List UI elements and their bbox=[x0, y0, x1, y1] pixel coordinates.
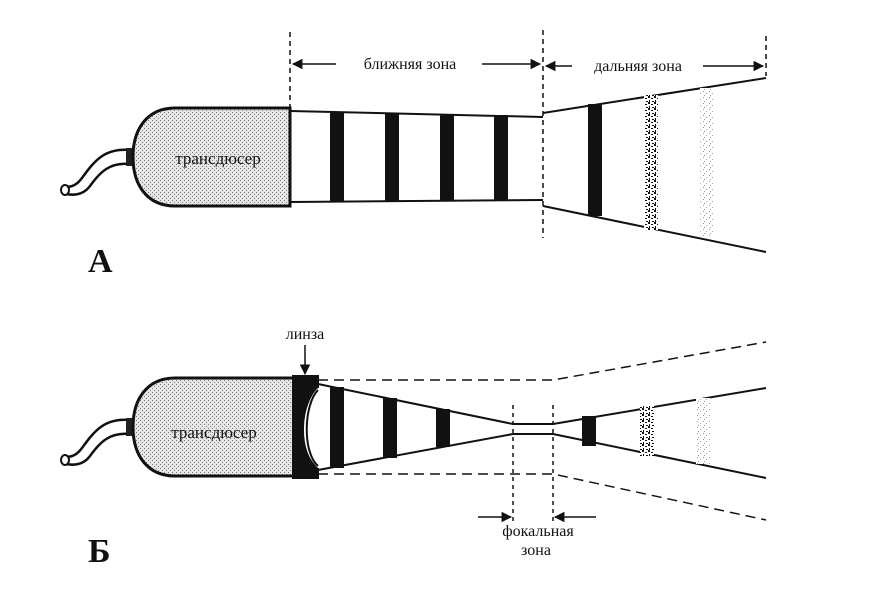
wavefront-band bbox=[385, 113, 399, 202]
speckled-wavefront bbox=[640, 406, 654, 456]
lens bbox=[292, 375, 319, 479]
far-zone-beam bbox=[542, 77, 767, 253]
far-zone-label: дальняя зона bbox=[594, 58, 682, 75]
faint-wavefront bbox=[696, 398, 710, 464]
panel-letter-b: Б bbox=[88, 533, 110, 570]
diverging-beam bbox=[552, 387, 767, 479]
cable-connector-a bbox=[126, 148, 135, 166]
transducer-label-b: трансдюсер bbox=[171, 423, 256, 442]
wavefront-band bbox=[330, 112, 344, 202]
wavefront-band bbox=[440, 114, 454, 201]
wavefront-band bbox=[330, 387, 344, 468]
cable-end-b bbox=[60, 454, 70, 466]
lens-face bbox=[305, 388, 326, 468]
cable-b bbox=[63, 418, 131, 466]
cable-connector-b bbox=[126, 418, 135, 436]
lens-curve bbox=[305, 389, 319, 467]
transducer-label-a: трансдюсер bbox=[175, 149, 260, 168]
wavefront-band bbox=[494, 115, 508, 201]
faint-wavefront bbox=[700, 88, 714, 236]
wavefront-band bbox=[436, 409, 450, 447]
focal-zone-label-line2: зона bbox=[521, 542, 551, 559]
lens-label: линза bbox=[286, 326, 325, 343]
transducer-a bbox=[131, 106, 292, 208]
near-zone-label: ближняя зона bbox=[364, 56, 457, 73]
near-zone-beam bbox=[289, 110, 544, 203]
panel-a: трансдюсер ближняя зона дальняя зон bbox=[60, 30, 767, 280]
transducer-b bbox=[131, 376, 302, 478]
panel-letter-a: А bbox=[88, 243, 113, 280]
wavefront-band bbox=[582, 416, 596, 446]
wavefront-band bbox=[383, 398, 397, 458]
focal-waist bbox=[513, 423, 553, 435]
panel-b: трансдюсер линза bbox=[60, 326, 767, 570]
wavefront-band bbox=[588, 104, 602, 216]
speckled-wavefront bbox=[644, 95, 658, 230]
converging-beam bbox=[317, 383, 514, 471]
cable-end-a bbox=[60, 184, 70, 196]
focal-zone-label-line1: фокальная bbox=[502, 523, 574, 540]
cable-a bbox=[63, 148, 131, 196]
